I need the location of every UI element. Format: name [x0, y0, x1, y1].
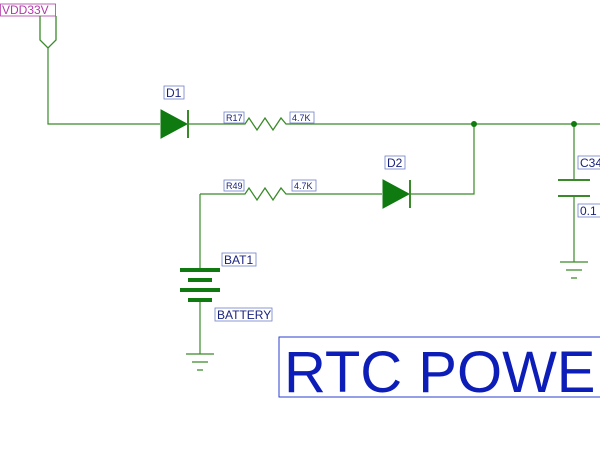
d2-ref-label: D2 [387, 156, 403, 170]
bat1-value-box [214, 307, 273, 322]
bat1-value-label: BATTERY [217, 308, 271, 322]
bat1-label-box [221, 252, 257, 267]
c34-value-box [577, 203, 600, 218]
resistor-r49-zigzag [240, 186, 290, 202]
r49-value-box [291, 179, 317, 192]
capacitor-c34: C34 0.1 [558, 155, 600, 218]
r49-label-box [223, 179, 245, 192]
resistor-r17-zigzag [240, 116, 290, 132]
r49-value-label: 4.7K [294, 181, 313, 191]
wire-vdd-to-d1 [47, 48, 160, 125]
page-title: RTC POWER [284, 340, 600, 405]
title-block: RTC POWER [278, 336, 600, 405]
d2-label-box [384, 155, 406, 170]
resistor-r49: R49 4.7K [223, 179, 317, 202]
vdd33v-port: VDD33V [0, 3, 57, 49]
ground-icon [186, 353, 214, 371]
r17-value-box [289, 111, 315, 124]
r17-ref-label: R17 [226, 113, 243, 123]
resistor-r17: R17 4.7K [223, 111, 315, 132]
bat1-ref-label: BAT1 [224, 253, 253, 267]
ground-symbol-bat1 [186, 353, 214, 371]
diode-d2-symbol [382, 179, 411, 209]
r17-value-label: 4.7K [292, 113, 311, 123]
battery-bat1: BAT1 BATTERY [180, 252, 273, 322]
diode-d1-symbol [160, 109, 189, 139]
junction-dot [471, 121, 477, 127]
d1-label-box [163, 85, 185, 100]
title-box [278, 336, 600, 398]
d1-ref-label: D1 [166, 86, 182, 100]
c34-ref-label: C34 [580, 156, 600, 170]
c34-label-box [577, 155, 600, 170]
wire-d2-to-node [410, 124, 475, 195]
diode-d1: D1 [160, 85, 189, 139]
ground-symbol-c34 [560, 261, 588, 279]
vdd33v-port-symbol [39, 16, 57, 49]
diode-d2: D2 [382, 155, 411, 209]
ground-icon [560, 261, 588, 279]
vdd33v-label-box [0, 3, 56, 17]
vdd33v-label: VDD33V [2, 3, 49, 17]
r49-ref-label: R49 [226, 181, 243, 191]
junction-dot [571, 121, 577, 127]
c34-value-label: 0.1 [580, 204, 597, 218]
r17-label-box [223, 111, 245, 124]
